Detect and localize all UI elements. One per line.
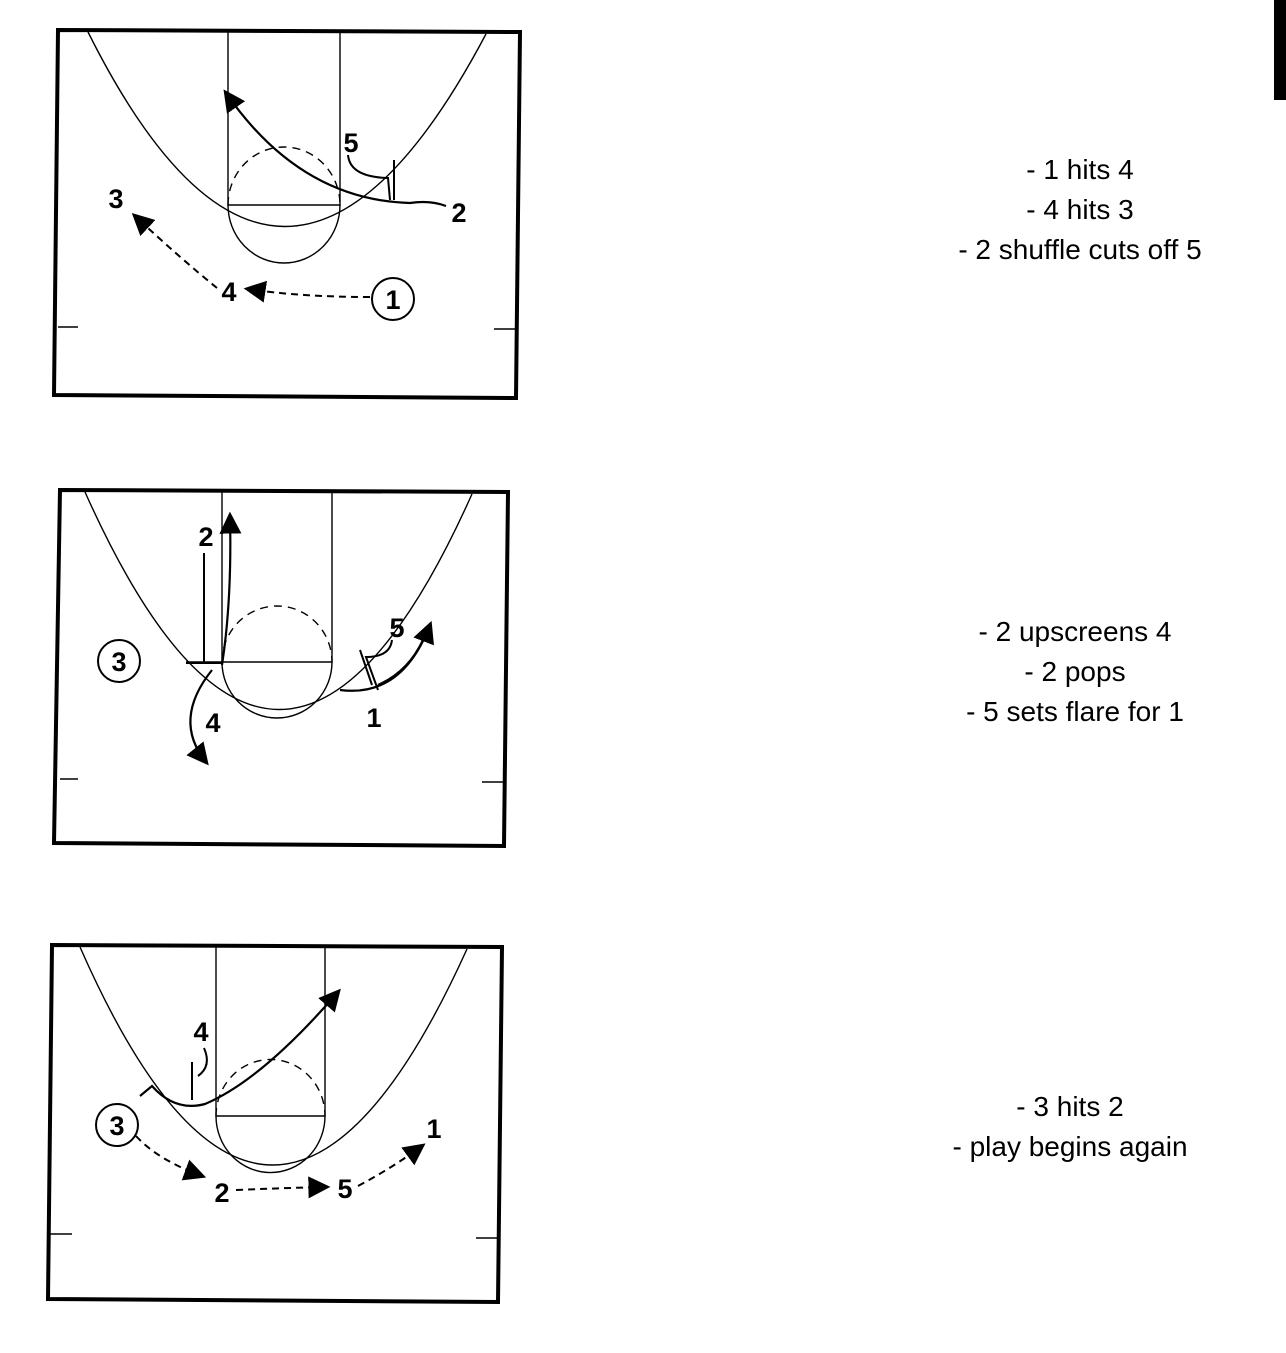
flare-path-1-b bbox=[377, 639, 424, 687]
free-throw-circle-dashed bbox=[215, 1058, 326, 1117]
three-point-arc bbox=[87, 31, 487, 227]
free-throw-circle bbox=[227, 204, 341, 264]
player-3-label: 3 bbox=[108, 184, 123, 214]
free-throw-circle-dashed bbox=[221, 605, 333, 663]
player-3-label: 3 bbox=[109, 1111, 124, 1141]
player-4-label: 4 bbox=[193, 1017, 208, 1047]
court-boundary bbox=[51, 27, 523, 401]
notes-diagram-1: - 1 hits 4 - 4 hits 3 - 2 shuffle cuts o… bbox=[890, 150, 1270, 270]
notes-diagram-3: - 3 hits 2 - play begins again bbox=[880, 1087, 1260, 1167]
cut-path-4 bbox=[186, 669, 213, 766]
player-1-label: 1 bbox=[366, 703, 381, 733]
player-1-label: 1 bbox=[426, 1114, 441, 1144]
pass-3-to-2 bbox=[135, 1135, 207, 1181]
pop-path-2 bbox=[219, 511, 242, 666]
player-3-label: 3 bbox=[111, 647, 126, 677]
court-diagram-1: 1 2 3 4 5 bbox=[51, 27, 523, 401]
pass-4-to-3 bbox=[131, 212, 218, 289]
free-throw-lane bbox=[215, 947, 326, 1117]
note-line: - 2 shuffle cuts off 5 bbox=[958, 234, 1202, 265]
player-5-label: 5 bbox=[343, 128, 358, 158]
pass-1-to-4 bbox=[243, 280, 371, 303]
court-diagram-2: 3 2 4 5 1 bbox=[51, 487, 511, 849]
pass-5-to-1 bbox=[357, 1143, 426, 1187]
cut-path-2 bbox=[223, 89, 447, 208]
court-boundary bbox=[45, 942, 505, 1305]
ball-handler-circle bbox=[371, 277, 415, 321]
player-4-label: 4 bbox=[205, 708, 220, 738]
player-2-label: 2 bbox=[198, 522, 213, 552]
player-5-label: 5 bbox=[337, 1174, 352, 1204]
player-4-label: 4 bbox=[221, 277, 236, 307]
note-line: - 1 hits 4 bbox=[1026, 154, 1134, 185]
note-line: - 3 hits 2 bbox=[1016, 1091, 1124, 1122]
note-line: - 4 hits 3 bbox=[1026, 194, 1134, 225]
note-line: - play begins again bbox=[952, 1131, 1188, 1162]
flare-path-1 bbox=[339, 620, 434, 692]
free-throw-circle bbox=[215, 1115, 326, 1174]
screen-5 bbox=[364, 639, 393, 691]
free-throw-lane bbox=[221, 492, 333, 663]
ball-handler-circle bbox=[97, 639, 141, 683]
player-2-label: 2 bbox=[214, 1178, 229, 1208]
player-2-label: 2 bbox=[451, 198, 466, 228]
note-line: - 2 upscreens 4 bbox=[978, 616, 1172, 647]
screen-4 bbox=[197, 1047, 208, 1077]
three-point-arc bbox=[79, 946, 468, 1166]
three-point-arc bbox=[84, 491, 473, 711]
pass-2-to-5 bbox=[235, 1176, 331, 1199]
note-line: - 2 pops bbox=[1024, 656, 1126, 687]
cut-path-3 bbox=[139, 988, 341, 1107]
free-throw-circle-dashed bbox=[227, 146, 341, 206]
court-diagram-3: 3 4 2 5 1 bbox=[45, 942, 505, 1305]
note-line: - 5 sets flare for 1 bbox=[966, 696, 1184, 727]
free-throw-circle bbox=[221, 661, 333, 719]
free-throw-lane bbox=[227, 32, 341, 206]
notes-diagram-2: - 2 upscreens 4 - 2 pops - 5 sets flare … bbox=[885, 612, 1265, 732]
page-edge-bar bbox=[1274, 0, 1286, 100]
screen-5 bbox=[347, 154, 391, 201]
player-5-label: 5 bbox=[389, 613, 404, 643]
player-1-label: 1 bbox=[385, 285, 400, 315]
court-boundary bbox=[51, 487, 511, 849]
screen-5-bar bbox=[359, 649, 373, 686]
ball-handler-circle bbox=[95, 1103, 139, 1147]
